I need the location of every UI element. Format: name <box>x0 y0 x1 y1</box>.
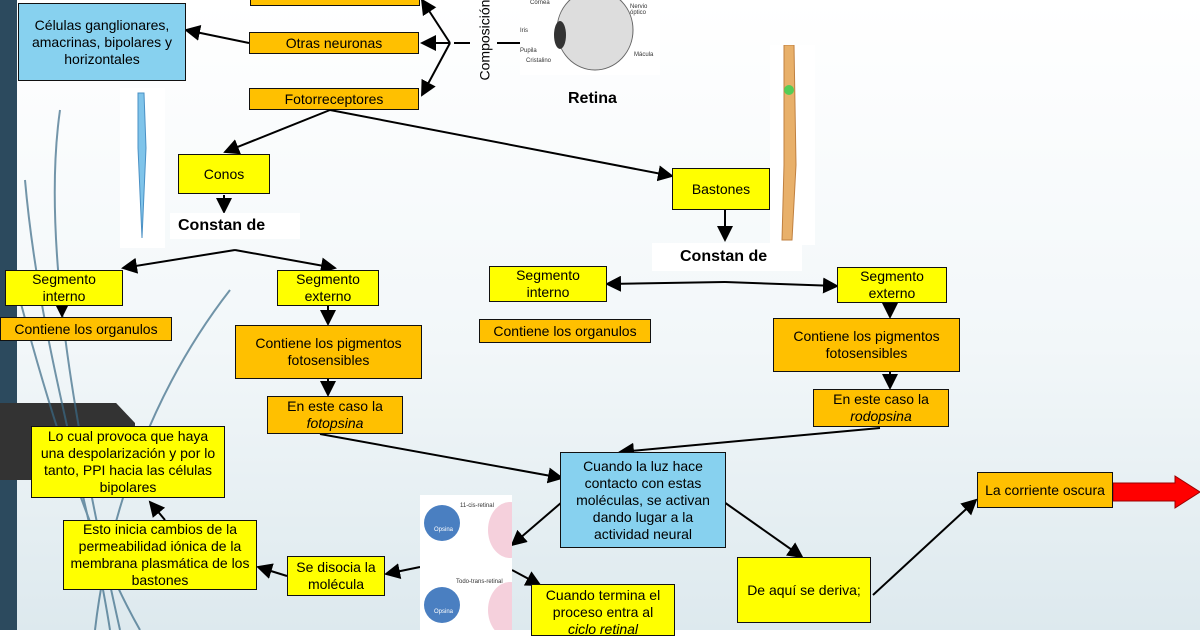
node-organulos-bastones: Contiene los organulos <box>479 319 651 343</box>
eye-image: Córnea Iris Pupila Cristalino Nervio ópt… <box>520 0 660 75</box>
node-corriente-oscura: La corriente oscura <box>977 472 1113 508</box>
node-segmento-externo-conos: Segmento externo <box>277 270 379 306</box>
retina-title: Retina <box>568 90 617 107</box>
opsin-diagram-image: 11-cis-retinal Todo-trans-retinal Opsina… <box>420 495 512 630</box>
node-disocia: Se disocia la molécula <box>287 556 385 596</box>
node-permeabilidad: Esto inicia cambios de la permeabilidad … <box>63 520 257 590</box>
rod-cell-image <box>770 45 815 245</box>
node-otras-neuronas: Otras neuronas <box>249 32 419 54</box>
node-top-cut <box>250 0 420 6</box>
node-pigmentos-conos: Contiene los pigmentos fotosensibles <box>235 325 422 379</box>
node-segmento-interno-conos: Segmento interno <box>5 270 123 306</box>
composicion-label: Composición <box>476 0 492 81</box>
node-despolarizacion: Lo cual provoca que haya una despolariza… <box>31 426 225 498</box>
node-bastones: Bastones <box>672 168 770 210</box>
node-conos: Conos <box>178 154 270 194</box>
red-arrow-icon <box>1112 475 1200 509</box>
node-segmento-interno-bastones: Segmento interno <box>489 266 607 302</box>
node-celulas: Células ganglionares, amacrinas, bipolar… <box>18 3 186 81</box>
node-deriva: De aquí se deriva; <box>737 557 871 623</box>
node-organulos-conos: Contiene los organulos <box>0 317 172 341</box>
node-segmento-externo-bastones: Segmento externo <box>837 267 947 303</box>
constan-de-bastones: Constan de <box>652 243 802 271</box>
node-fotorreceptores: Fotorreceptores <box>249 88 419 110</box>
node-luz-contacto: Cuando la luz hace contacto con estas mo… <box>560 452 726 548</box>
constan-de-conos: Constan de <box>170 213 300 239</box>
node-pigmentos-bastones: Contiene los pigmentos fotosensibles <box>773 318 960 372</box>
cone-cell-image <box>120 88 165 248</box>
